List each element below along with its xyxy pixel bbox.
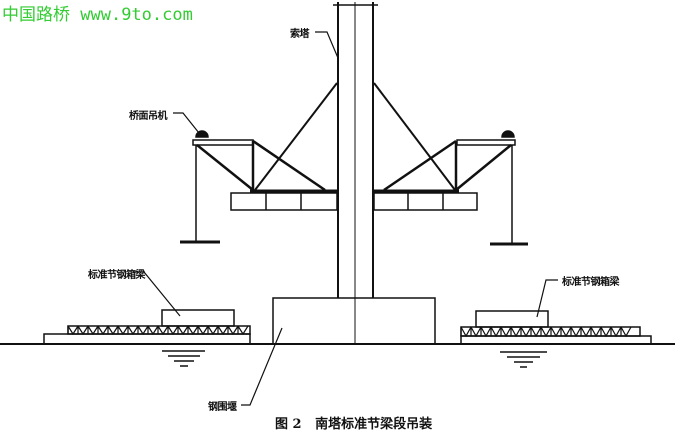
figure-number: 图 2 [275,417,302,431]
label-steel-box-girder-left: 标准节钢箱梁 [88,270,146,281]
leader-lines [133,31,558,406]
tower [333,2,378,344]
watermark-site-name: 中国路桥 [2,5,70,25]
label-tower: 索塔 [290,29,310,40]
barge-left [43,309,251,345]
girder-segment-right [373,192,478,211]
cofferdam [272,297,436,345]
barge-right [460,310,652,345]
deck-crane-left [180,130,337,244]
stay-right [373,82,456,191]
water-level-symbol-left [162,350,205,367]
watermark: 中国路桥 www.9to.com [2,0,193,25]
label-deck-crane: 桥面吊机 [129,111,168,122]
figure-title: 南塔标准节梁段吊装 [315,417,433,431]
deck-crane-right [374,130,528,246]
water-level-symbol-right [500,351,547,368]
girder-segment-left [230,192,338,211]
label-cofferdam: 钢围堰 [208,402,237,413]
figure-caption: 图 2 南塔标准节梁段吊装 [275,413,432,431]
label-steel-box-girder-right: 标准节钢箱梁 [562,277,620,288]
stay-left [254,82,338,191]
watermark-url: www.9to.com [80,5,193,25]
